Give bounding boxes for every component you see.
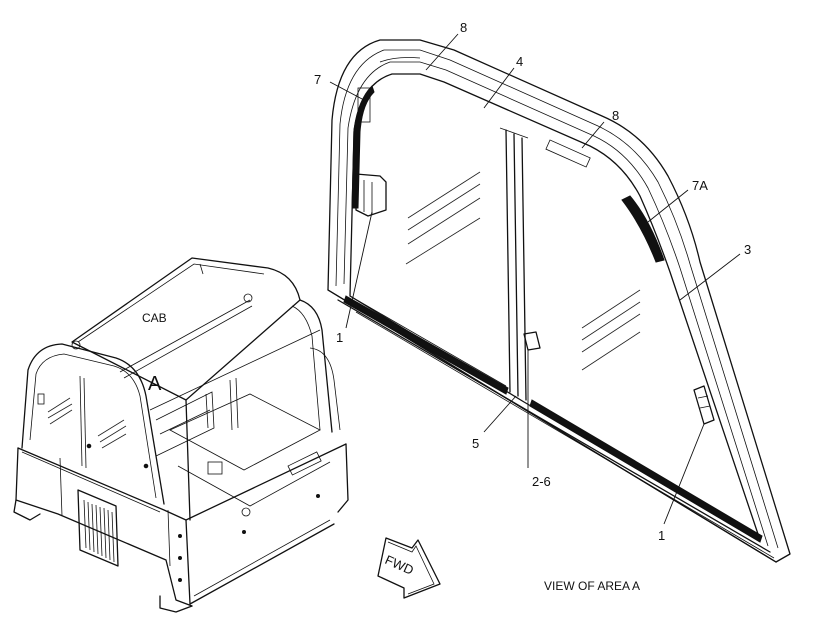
callout-1-right: 1 bbox=[658, 528, 665, 543]
callout-8-right: 8 bbox=[612, 108, 619, 123]
cab-roof bbox=[71, 257, 301, 401]
cab-front-frame bbox=[21, 343, 165, 505]
cab-lower-body bbox=[15, 447, 193, 607]
latch-right bbox=[693, 385, 715, 425]
latch-left bbox=[355, 173, 387, 217]
seal-strip-right bbox=[621, 195, 665, 263]
window-frame-inner bbox=[349, 73, 761, 541]
callout-4: 4 bbox=[516, 54, 523, 69]
callout-8-top: 8 bbox=[460, 20, 467, 35]
cab-vent bbox=[77, 489, 119, 567]
view-caption: VIEW OF AREA A bbox=[544, 579, 640, 593]
callout-3: 3 bbox=[744, 242, 751, 257]
cab-isometric-view: CAB A bbox=[13, 257, 349, 613]
latch-center bbox=[523, 331, 541, 351]
area-a-marker: A bbox=[148, 373, 162, 395]
fwd-arrow-shape bbox=[377, 537, 441, 599]
callout-7: 7 bbox=[314, 72, 321, 87]
forward-arrow: FWD bbox=[377, 537, 441, 599]
seal-strip-left bbox=[351, 85, 375, 209]
callout-7a: 7A bbox=[692, 178, 708, 193]
fwd-label: FWD bbox=[383, 552, 416, 578]
cab-label: CAB bbox=[142, 311, 167, 325]
callout-5: 5 bbox=[472, 436, 479, 451]
window-frame-outer bbox=[327, 39, 791, 563]
window-detail-view: 8 7 4 8 7A 3 1 5 2-6 1 VIEW OF AREA A bbox=[314, 20, 791, 593]
callout-1-left: 1 bbox=[336, 330, 343, 345]
callout-2-6: 2-6 bbox=[532, 474, 551, 489]
